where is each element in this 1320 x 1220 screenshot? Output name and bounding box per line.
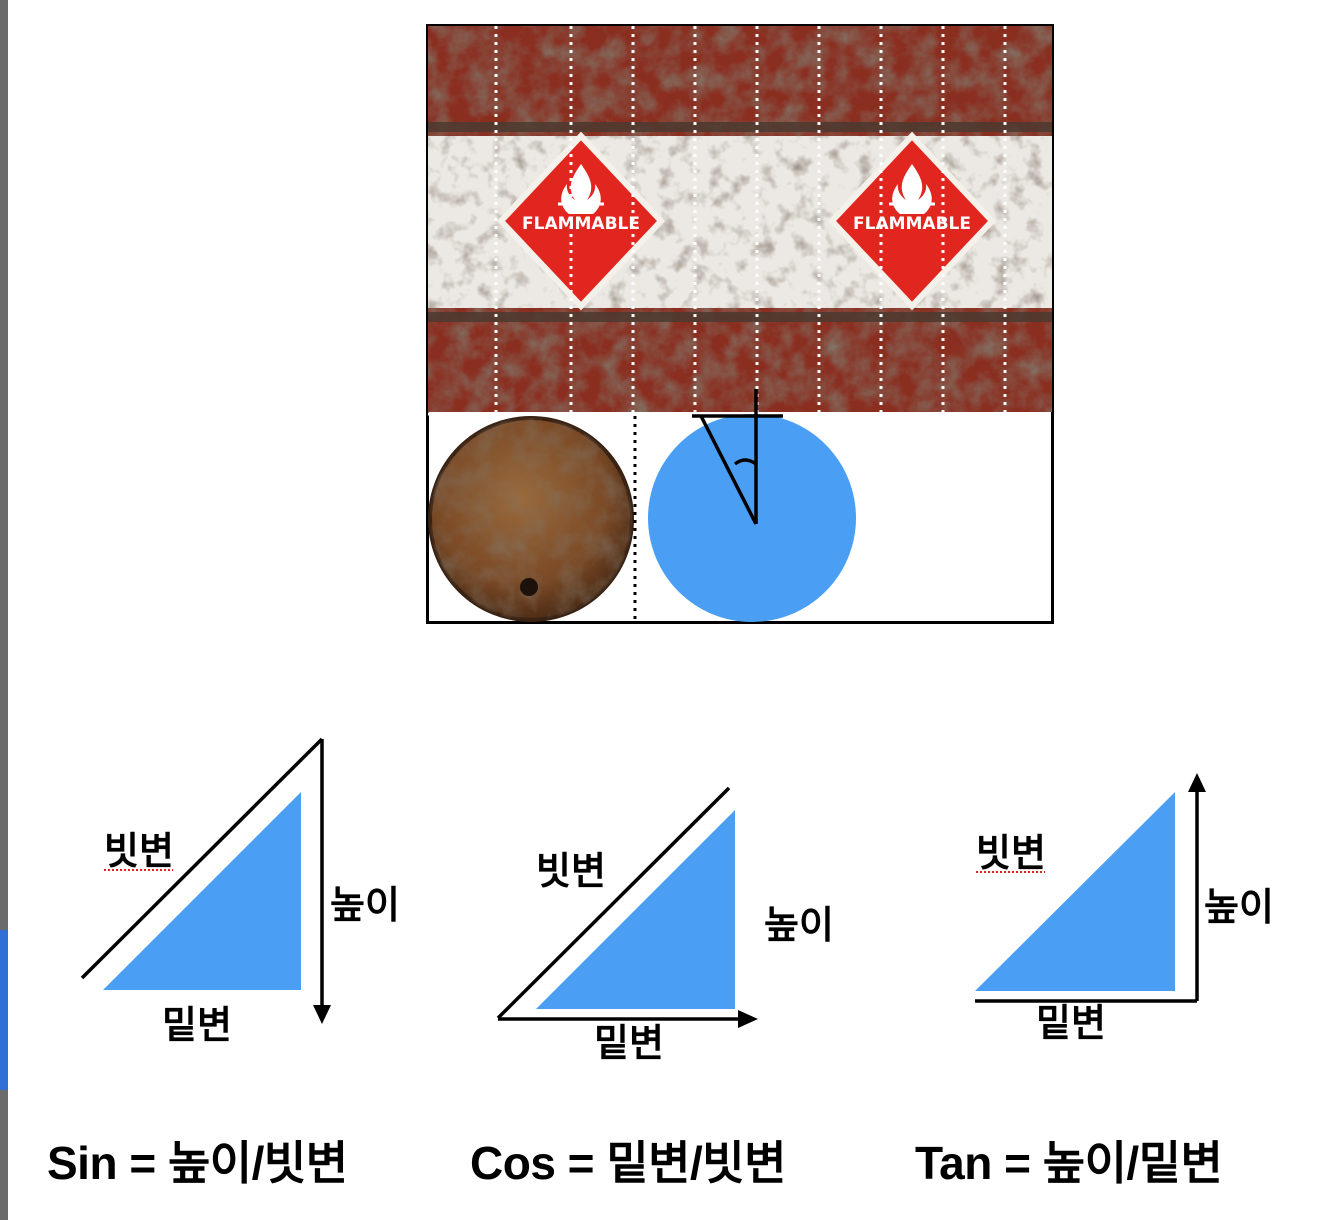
tan-base-label: 밑변 bbox=[1036, 1001, 1106, 1045]
svg-text:FLAMMABLE: FLAMMABLE bbox=[853, 214, 971, 234]
window-left-edge bbox=[0, 0, 8, 1220]
tan-triangle-diagram bbox=[975, 773, 1206, 1003]
barrel-lid-texture bbox=[428, 416, 634, 622]
sin-hypotenuse-label: 빗변 bbox=[104, 829, 174, 873]
barrel-side-texture: FLAMMABLE FLAMMABLE bbox=[428, 26, 1052, 412]
tan-triangle bbox=[975, 792, 1175, 991]
barrel-texture-panel: FLAMMABLE FLAMMABLE bbox=[426, 24, 1054, 624]
cos-formula: Cos = 밑변/빗변 bbox=[470, 1137, 786, 1189]
cos-height-label: 높이 bbox=[764, 903, 834, 947]
window-left-edge-accent bbox=[0, 930, 8, 1090]
tan-height-label: 높이 bbox=[1204, 885, 1274, 929]
sin-formula: Sin = 높이/빗변 bbox=[47, 1137, 348, 1189]
flammable-sign-left: FLAMMABLE bbox=[496, 131, 666, 311]
sin-triangle bbox=[103, 792, 301, 990]
sin-triangle-diagram bbox=[80, 737, 331, 1024]
svg-text:FLAMMABLE: FLAMMABLE bbox=[522, 214, 640, 234]
tan-hypotenuse-label: 빗변 bbox=[976, 831, 1046, 875]
sin-base-label: 밑변 bbox=[162, 1003, 232, 1047]
cos-hypotenuse-label: 빗변 bbox=[536, 849, 606, 893]
cos-triangle-diagram bbox=[496, 786, 758, 1028]
cos-arrow-head bbox=[738, 1010, 758, 1028]
cos-base-label: 밑변 bbox=[594, 1021, 664, 1065]
cos-triangle bbox=[536, 810, 735, 1009]
uv-segment-lines bbox=[494, 26, 1007, 412]
tan-arrow-head bbox=[1188, 773, 1206, 792]
angle-construction bbox=[692, 389, 783, 525]
barrel-texture-svg: FLAMMABLE FLAMMABLE bbox=[426, 24, 1054, 624]
tan-formula: Tan = 높이/밑변 bbox=[915, 1137, 1223, 1189]
sin-arrow-head bbox=[313, 1005, 331, 1024]
cos-hypotenuse-line bbox=[496, 786, 731, 1020]
sin-hypotenuse-line bbox=[80, 737, 324, 980]
sin-height-label: 높이 bbox=[330, 883, 400, 927]
